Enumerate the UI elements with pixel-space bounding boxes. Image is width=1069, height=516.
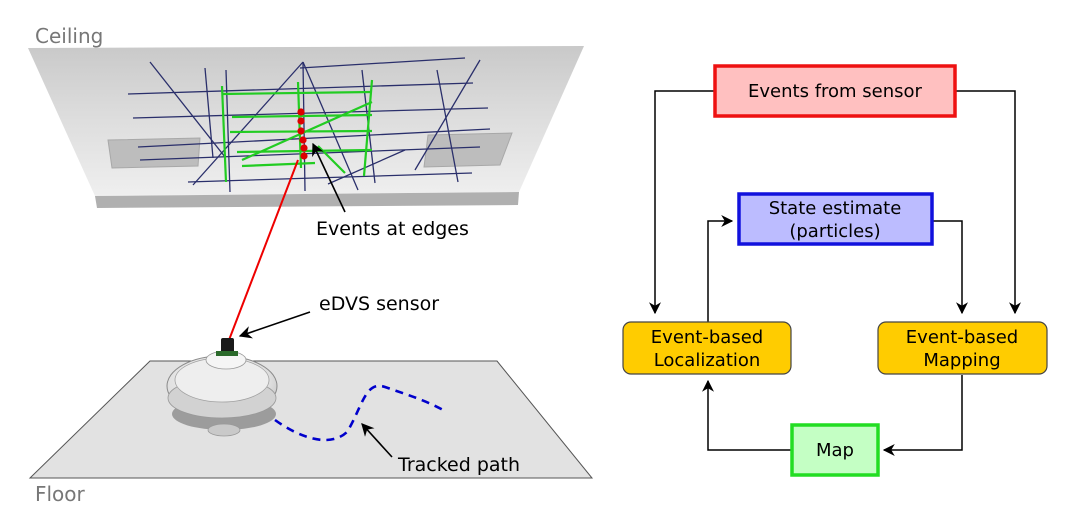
floor-label: Floor bbox=[35, 482, 86, 506]
arrow-mapping-to-map bbox=[882, 375, 963, 456]
sensor-label: eDVS sensor bbox=[319, 293, 439, 315]
sensor-ray bbox=[228, 159, 299, 341]
ceiling-lines bbox=[127, 57, 491, 193]
flow-connectors bbox=[649, 90, 1021, 456]
edge-lines bbox=[220, 79, 374, 183]
events-pointer-arrow bbox=[312, 142, 346, 213]
map-text: Map bbox=[816, 440, 854, 461]
scene-panel: Ceiling bbox=[28, 24, 594, 506]
localization-text-line1: Event-based bbox=[651, 327, 763, 348]
events-from-sensor-text: Events from sensor bbox=[748, 81, 923, 102]
ceiling-light-right bbox=[423, 132, 513, 168]
arrow-map-to-localization bbox=[702, 379, 791, 451]
ceiling-label: Ceiling bbox=[35, 24, 103, 48]
events-from-sensor-box: Events from sensor bbox=[713, 64, 957, 118]
mapping-text-line2: Mapping bbox=[923, 350, 1000, 371]
arrow-events-to-mapping bbox=[955, 90, 1021, 315]
robot bbox=[166, 338, 278, 437]
arrow-localization-to-state bbox=[707, 215, 734, 322]
edvs-sensor-icon bbox=[216, 338, 238, 356]
path-label: Tracked path bbox=[397, 454, 520, 476]
state-estimate-text-line2: (particles) bbox=[789, 221, 880, 242]
arrow-events-to-localization bbox=[649, 90, 715, 315]
mapping-box: Event-based Mapping bbox=[877, 321, 1048, 375]
mapping-text-line1: Event-based bbox=[906, 327, 1018, 348]
sensor-pointer-arrow bbox=[238, 311, 311, 339]
arrow-state-to-mapping bbox=[932, 220, 968, 315]
events-label: Events at edges bbox=[316, 218, 469, 240]
path-pointer-arrow bbox=[361, 423, 393, 458]
event-dots bbox=[297, 108, 308, 160]
localization-box: Event-based Localization bbox=[622, 321, 792, 375]
tracked-path bbox=[274, 384, 444, 442]
flowchart-panel: Events from sensor State estimate (parti… bbox=[622, 64, 1048, 477]
map-box: Map bbox=[790, 423, 880, 477]
localization-text-line2: Localization bbox=[654, 350, 761, 371]
state-estimate-box: State estimate (particles) bbox=[737, 192, 934, 246]
ceiling-light-left bbox=[107, 137, 201, 169]
state-estimate-text-line1: State estimate bbox=[769, 198, 902, 219]
